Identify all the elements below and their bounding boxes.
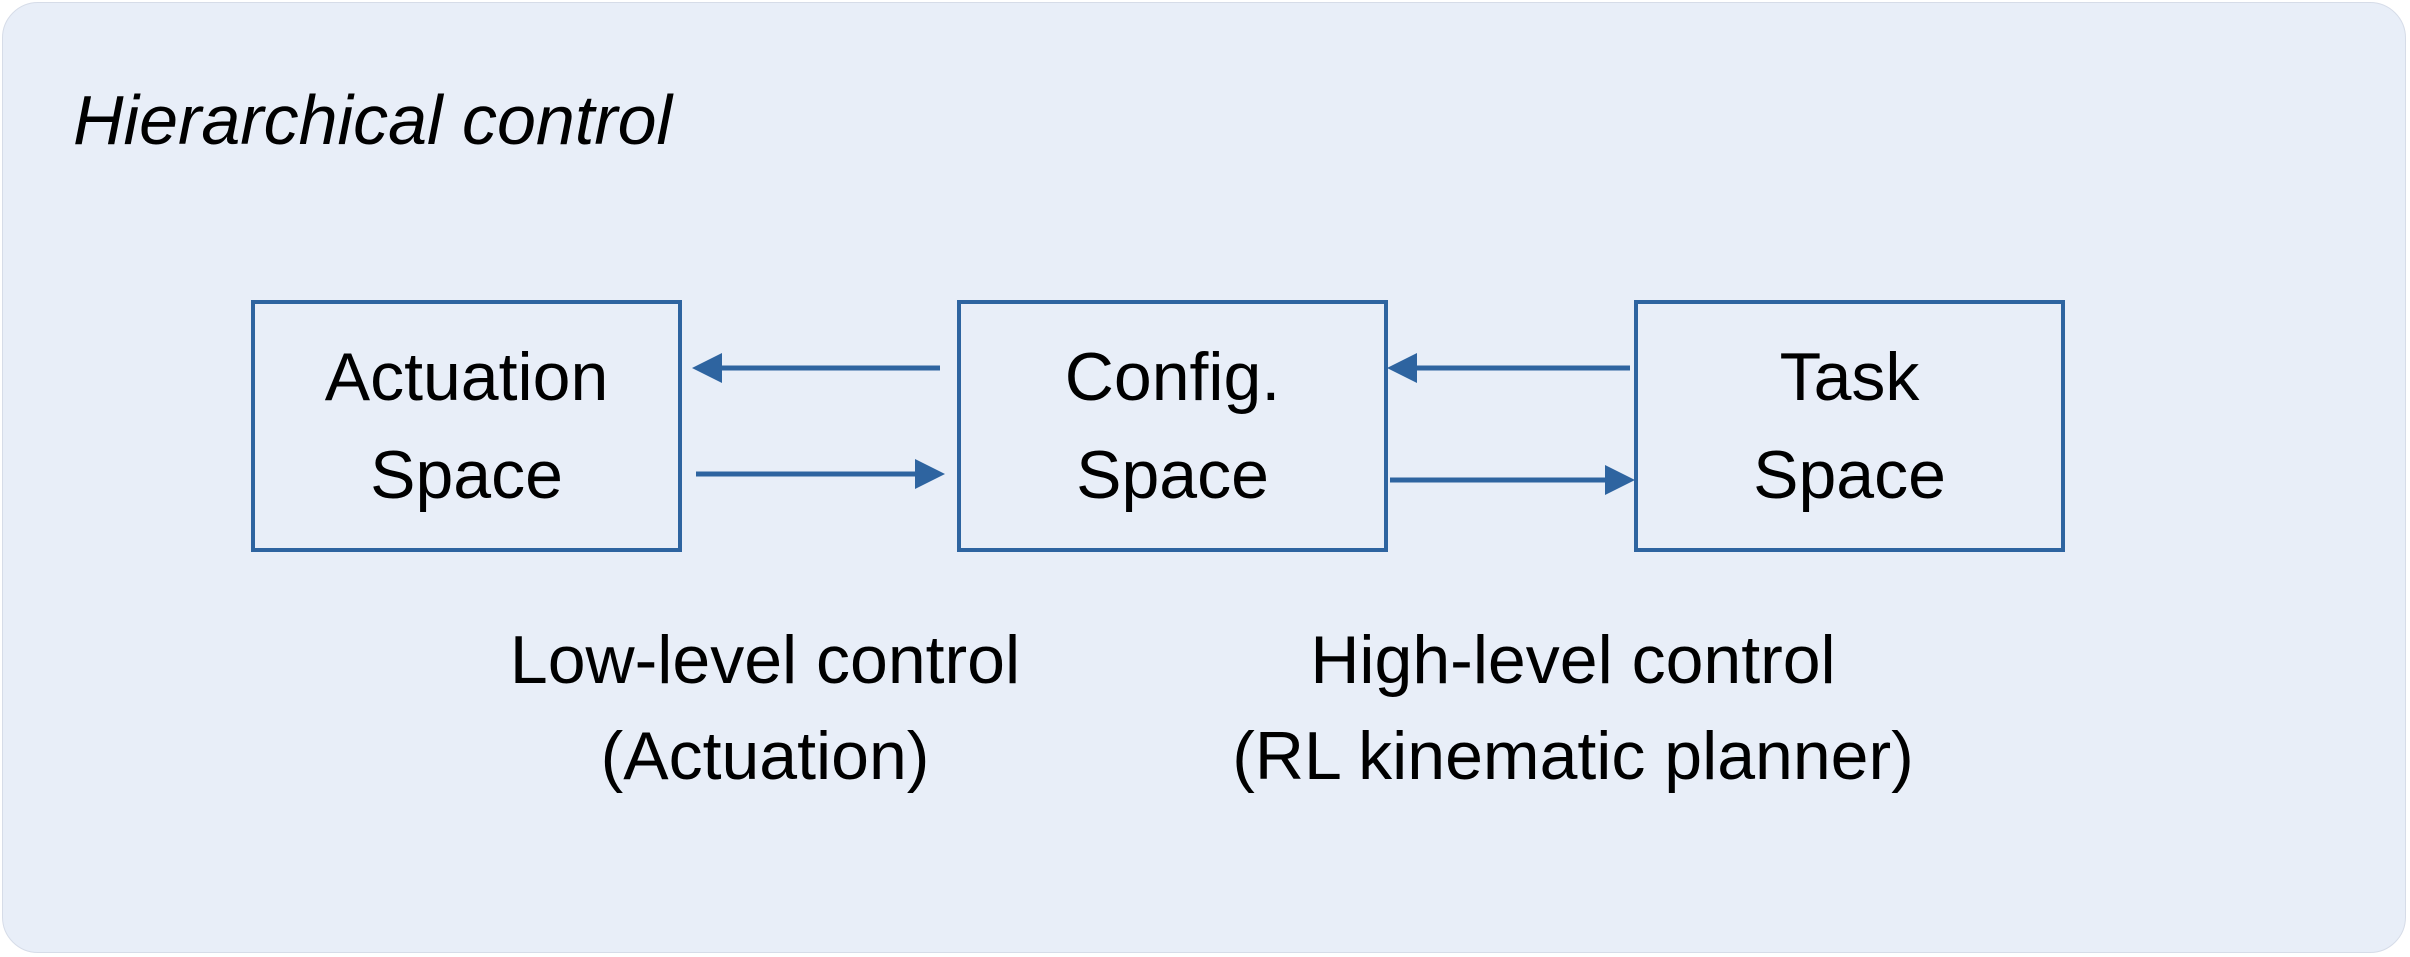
task-space-label-line1: Task (1779, 339, 1920, 415)
actuation-space-box: Actuation Space (251, 300, 682, 552)
high-level-control-line2: (RL kinematic planner) (1232, 718, 1914, 794)
actuation-space-label-line2: Space (370, 437, 563, 513)
low-level-control-label: Low-level control (Actuation) (315, 612, 1215, 804)
high-level-control-label: High-level control (RL kinematic planner… (1123, 612, 2023, 804)
task-space-box: Task Space (1634, 300, 2065, 552)
config-space-label-line1: Config. (1064, 339, 1281, 415)
low-level-control-line2: (Actuation) (600, 718, 930, 794)
low-level-control-line1: Low-level control (509, 622, 1021, 698)
config-space-box: Config. Space (957, 300, 1388, 552)
diagram-title: Hierarchical control (73, 81, 673, 159)
task-space-label-line2: Space (1753, 437, 1946, 513)
high-level-control-line1: High-level control (1310, 622, 1836, 698)
actuation-space-label-line1: Actuation (324, 339, 609, 415)
config-space-label-line2: Space (1076, 437, 1269, 513)
